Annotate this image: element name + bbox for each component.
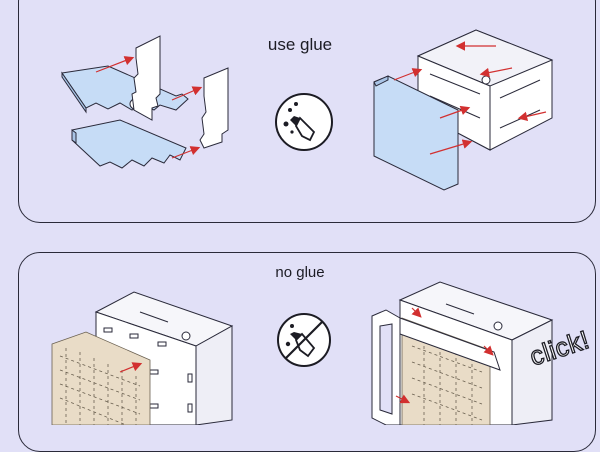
insert-arrow — [119, 362, 143, 373]
assembly-arrows-right — [393, 41, 547, 155]
no-glue-icon — [277, 313, 331, 367]
glue-bottle-icon — [275, 93, 333, 151]
bottom-plate-lower — [71, 119, 187, 169]
assembly-illustration — [51, 29, 554, 425]
snap-frame — [371, 309, 501, 425]
clip-arrows — [395, 307, 494, 404]
use-glue-caption: use glue — [267, 35, 333, 54]
grid-plate — [51, 331, 151, 425]
bottom-plate-upper — [61, 65, 189, 114]
side-wall-left — [131, 35, 161, 121]
assembly-arrows-left — [95, 56, 203, 159]
side-wall-right — [199, 67, 229, 149]
front-plate — [373, 75, 459, 191]
no-glue-caption: no glue — [275, 264, 325, 281]
